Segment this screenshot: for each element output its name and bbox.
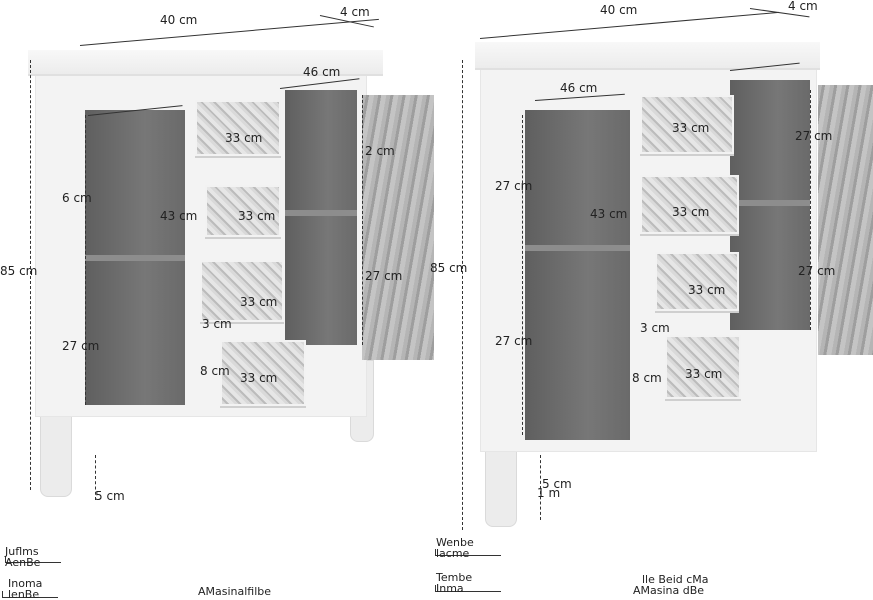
upper-height-label: 6 cm [62,191,92,205]
top-depth-label: 4 cm [788,0,818,13]
open-door [818,85,873,355]
right-upper-label: 2 cm [365,144,395,158]
lower-height-label: 27 cm [495,334,533,348]
height-line [362,95,363,345]
dimension-line [79,18,379,46]
caption-bracket [435,549,501,556]
upper-height-label: 27 cm [495,179,533,193]
top-width-label: 40 cm [160,13,198,27]
open-door [362,95,434,360]
shelf [730,200,810,206]
drawer [200,260,284,322]
drawer [220,340,306,406]
height-line [95,455,96,500]
shelf [525,245,630,251]
caption-bracket [2,591,58,598]
drawer-height-label: 3 cm [202,317,232,331]
height-line [85,115,86,405]
caption: Inoma lenBe [8,577,43,600]
drawer-width-label: 33 cm [225,131,263,145]
drawer-width-label: 33 cm [240,295,278,309]
inner-width-label: 46 cm [303,65,341,79]
drawer-width-label: 33 cm [238,209,276,223]
drawer [665,335,741,399]
drawer [205,185,281,237]
inner-width-label: 46 cm [560,81,598,95]
drawer [640,175,739,234]
shelf [285,210,357,216]
caption: lle Beid cMa [642,573,709,586]
drawer-width-label: 33 cm [672,205,710,219]
height-line [30,60,31,490]
drawer-gap-label: 8 cm [200,364,230,378]
caption-bracket [435,585,501,592]
right-compartment [285,90,357,345]
left-compartment [525,110,630,440]
drawer-width-label: 33 cm [685,367,723,381]
drawer [655,252,739,311]
caption: Tembe Inma [436,571,473,595]
shelf-depth-label: 43 cm [590,207,628,221]
caption: Juflms AenBe [5,545,41,569]
shelf [85,255,185,261]
total-height-label: 85 cm [430,261,468,275]
cabinet-top [475,42,820,70]
caption: Wenbe lacme [436,536,474,560]
right-height-label: 27 cm [795,129,833,143]
drawer-gap-label: 8 cm [632,371,662,385]
height-line [462,60,463,530]
leg-height-label: 5 cm [542,477,572,491]
drawer [640,95,734,154]
drawer-width-label: 33 cm [688,283,726,297]
drawer-height-label: 3 cm [640,321,670,335]
right-cabinet: 40 cm 4 cm 46 cm 33 cm 33 cm 33 cm 33 cm… [430,0,873,600]
caption: AMasina dBe [633,584,705,597]
caption: AMasinalfilbe [198,585,272,598]
leg-width-label: 1 m [537,486,561,500]
leg-height-label: 5 cm [95,489,125,503]
height-line [810,90,811,330]
lower-height-label: 27 cm [62,339,100,353]
shelf-depth-label: 43 cm [160,209,198,223]
height-line [522,115,523,435]
drawer-width-label: 33 cm [672,121,710,135]
top-width-label: 40 cm [600,3,638,17]
right-lower-label: 27 cm [798,264,836,278]
top-depth-label: 4 cm [340,5,370,19]
right-height-label: 27 cm [365,269,403,283]
caption-bracket [5,556,61,563]
height-line [540,455,541,520]
cabinet-top [28,50,383,76]
drawer [195,100,281,156]
total-height-label: 85 cm [0,264,38,278]
left-cabinet: 40 cm 4 cm 46 cm 33 cm 33 cm 33 cm 33 cm… [0,0,440,600]
drawer-width-label: 33 cm [240,371,278,385]
